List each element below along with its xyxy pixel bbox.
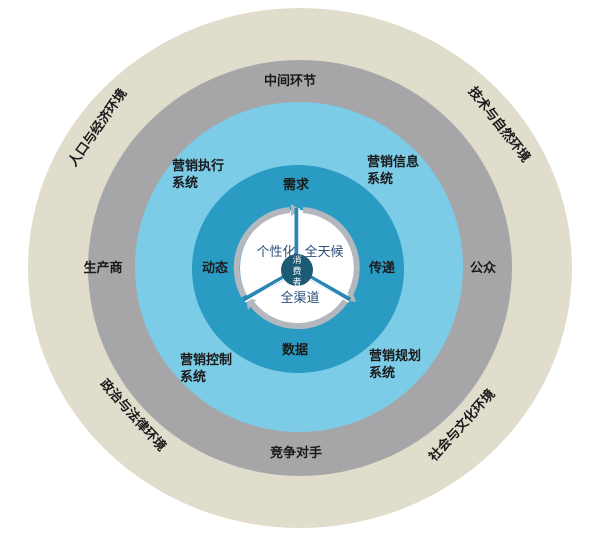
center-char-3: 者 [292, 277, 301, 288]
system-planning-line2: 系统 [369, 365, 395, 381]
system-planning-line1: 营销规划 [369, 348, 421, 364]
flow-demand: 需求 [283, 177, 310, 193]
producer-label: 生产商 [83, 260, 122, 276]
system-control-line1: 营销控制 [180, 352, 232, 368]
segment-omnichannel: 全渠道 [280, 290, 319, 306]
flow-data: 数据 [282, 342, 308, 358]
flow-dynamic: 动态 [202, 260, 228, 276]
system-execution-line1: 营销执行 [172, 158, 224, 174]
cycle-arrows-icon [233, 207, 360, 330]
system-control-line2: 系统 [180, 369, 206, 385]
public-label: 公众 [470, 260, 496, 276]
segment-all-weather: 全天候 [304, 244, 343, 260]
center-char-1: 消 [292, 254, 301, 266]
system-information-line1: 营销信息 [367, 154, 419, 170]
center-char-2: 费 [292, 265, 301, 277]
segment-personalized: 个性化 [256, 245, 295, 260]
competitor-label: 竞争对手 [270, 445, 322, 461]
consumer-badge [281, 254, 313, 286]
intermediary-label: 中间环节 [264, 73, 316, 89]
flow-delivery: 传递 [368, 260, 395, 276]
system-information-line2: 系统 [367, 171, 393, 187]
system-execution-line2: 系统 [172, 175, 198, 191]
